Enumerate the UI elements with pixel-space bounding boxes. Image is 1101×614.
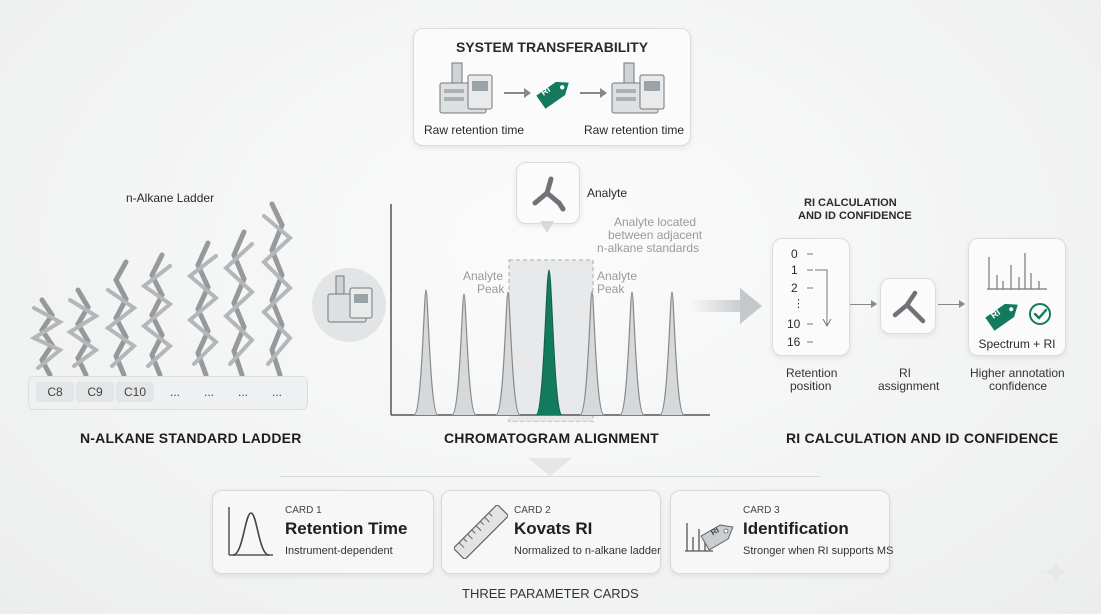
chromatogram-section-title: CHROMATOGRAM ALIGNMENT bbox=[444, 430, 659, 446]
spectrum-icon bbox=[987, 253, 1047, 290]
ladder-chip-ellipsis-2: ... bbox=[203, 385, 214, 399]
chromatogram-plot bbox=[390, 204, 710, 422]
analyte-label: Analyte bbox=[587, 186, 628, 200]
card-2-subtitle: Normalized to n-alkane ladder bbox=[514, 545, 661, 557]
card-3-subtitle: Stronger when RI supports MS bbox=[743, 545, 894, 557]
arrow-left-head-icon bbox=[524, 88, 531, 98]
check-badge-icon bbox=[1029, 303, 1051, 325]
analyte-annotation-line-2: between adjacent bbox=[608, 228, 703, 242]
gc-instrument-center-icon bbox=[327, 275, 373, 323]
analyte-peak-label-right-1: Analyte bbox=[597, 269, 638, 283]
tick-2: 2 bbox=[791, 281, 798, 295]
ri-assignment-label-2: assignment bbox=[878, 379, 940, 393]
ladder-chip-c8: C8 bbox=[36, 382, 74, 402]
analyte-peak-label-left-2: Peak bbox=[477, 282, 505, 296]
ladder-chip-ellipsis-1: ... bbox=[169, 385, 180, 399]
ri-tag-icon bbox=[536, 81, 569, 109]
system-transferability-panel: SYSTEM TRANSFERABILITY RI Raw retention … bbox=[413, 28, 691, 146]
ri-arrow-1-icon bbox=[850, 304, 874, 305]
card-1-title: Retention Time bbox=[285, 519, 408, 538]
card-2-label: CARD 2 bbox=[514, 505, 551, 516]
parameter-card-3: RI CARD 3 Identification Stronger when R… bbox=[670, 490, 894, 574]
arrow-right-head-icon bbox=[600, 88, 607, 98]
peak-icon bbox=[228, 507, 273, 556]
ladder-chip-ellipsis-4: ... bbox=[271, 385, 282, 399]
ri-header-line-2: AND ID CONFIDENCE bbox=[798, 210, 912, 222]
spectrum-ri-card: RI Spectrum + RI bbox=[968, 238, 1066, 356]
alkane-peak-4 bbox=[579, 291, 605, 416]
cards-caption: THREE PARAMETER CARDS bbox=[462, 586, 639, 601]
analyte-annotation-line-1: Analyte located bbox=[614, 215, 697, 229]
analyte-molecule-icon bbox=[532, 176, 566, 212]
retention-position-label-1: Retention bbox=[786, 366, 838, 380]
ladder-chip-c9: C9 bbox=[76, 382, 114, 402]
spectrum-tag-icon bbox=[685, 523, 734, 552]
alkane-peak-5 bbox=[619, 291, 645, 416]
alkane-ladder-molecules-icon bbox=[30, 201, 294, 378]
sparkle-icon bbox=[1042, 558, 1070, 586]
analyte-peak-label-right-2: Peak bbox=[597, 282, 625, 296]
gc-instrument-right-icon bbox=[611, 62, 665, 114]
tick-0: 0 bbox=[791, 247, 798, 261]
ladder-chip-ellipsis-3: ... bbox=[237, 385, 248, 399]
ri-section-title: RI CALCULATION AND ID CONFIDENCE bbox=[786, 430, 1059, 446]
ladder-section-title: N-ALKANE STANDARD LADDER bbox=[80, 430, 302, 446]
card-2-title: Kovats RI bbox=[514, 519, 593, 538]
card-3-label: CARD 3 bbox=[743, 505, 780, 516]
flow-arrow-head-icon bbox=[740, 288, 762, 324]
arrow-left-icon bbox=[504, 92, 528, 94]
ladder-chip-c10: C10 bbox=[116, 382, 154, 402]
cards-connector-line bbox=[280, 476, 820, 477]
alkane-peak-6 bbox=[659, 291, 685, 416]
spectrum-ri-tag-icon bbox=[985, 303, 1018, 331]
ri-molecule-icon bbox=[892, 290, 926, 324]
ri-arrow-1-head-icon bbox=[871, 300, 877, 308]
confidence-label-1: Higher annotation bbox=[970, 366, 1065, 380]
tick-10: 10 bbox=[787, 317, 801, 331]
card-1-subtitle: Instrument-dependent bbox=[285, 545, 393, 557]
alkane-peak-2 bbox=[451, 293, 477, 416]
analyte-peak bbox=[535, 269, 563, 416]
ri-header-line-1: RI CALCULATION bbox=[804, 197, 897, 209]
alkane-peak-3 bbox=[495, 291, 521, 416]
system-transferability-title: SYSTEM TRANSFERABILITY bbox=[455, 39, 649, 55]
ruler-icon bbox=[454, 505, 508, 559]
ri-assignment-label-1: RI bbox=[899, 366, 911, 380]
card-1-label: CARD 1 bbox=[285, 505, 322, 516]
confidence-label-2: confidence bbox=[989, 379, 1048, 393]
parameter-card-2: CARD 2 Kovats RI Normalized to n-alkane … bbox=[441, 490, 661, 574]
parameter-card-1: CARD 1 Retention Time Instrument-depende… bbox=[212, 490, 434, 574]
card-3-title: Identification bbox=[743, 519, 849, 538]
ladder-caption: n-Alkane Ladder bbox=[126, 191, 215, 205]
gc-instrument-left-icon bbox=[439, 62, 493, 114]
tick-1: 1 bbox=[791, 263, 798, 277]
retention-position-label-2: position bbox=[790, 379, 832, 393]
tick-marks-icon bbox=[807, 253, 832, 343]
flow-arrow-shaft bbox=[690, 300, 742, 312]
cards-connector-pointer bbox=[528, 458, 572, 476]
raw-retention-right-label: Raw retention time bbox=[584, 123, 685, 137]
analyte-bubble-pointer bbox=[540, 221, 554, 233]
analyte-annotation-line-3: n-alkane standards bbox=[597, 241, 700, 255]
analyte-peak-label-left-1: Analyte bbox=[463, 269, 504, 283]
ladder-chip-tray bbox=[28, 376, 308, 410]
tick-ellipsis: ⋮ bbox=[793, 298, 804, 310]
raw-retention-left-label: Raw retention time bbox=[424, 123, 525, 137]
ri-assignment-card bbox=[880, 278, 936, 334]
alkane-peak-1 bbox=[413, 289, 439, 416]
ri-arrow-2-icon bbox=[938, 304, 962, 305]
analyte-bubble bbox=[516, 162, 580, 224]
tick-16: 16 bbox=[787, 335, 801, 349]
retention-position-card: 0 1 2 ⋮ 10 16 bbox=[772, 238, 850, 356]
spectrum-ri-label: Spectrum + RI bbox=[978, 337, 1056, 351]
arrow-right-icon bbox=[580, 92, 604, 94]
ri-arrow-2-head-icon bbox=[959, 300, 965, 308]
